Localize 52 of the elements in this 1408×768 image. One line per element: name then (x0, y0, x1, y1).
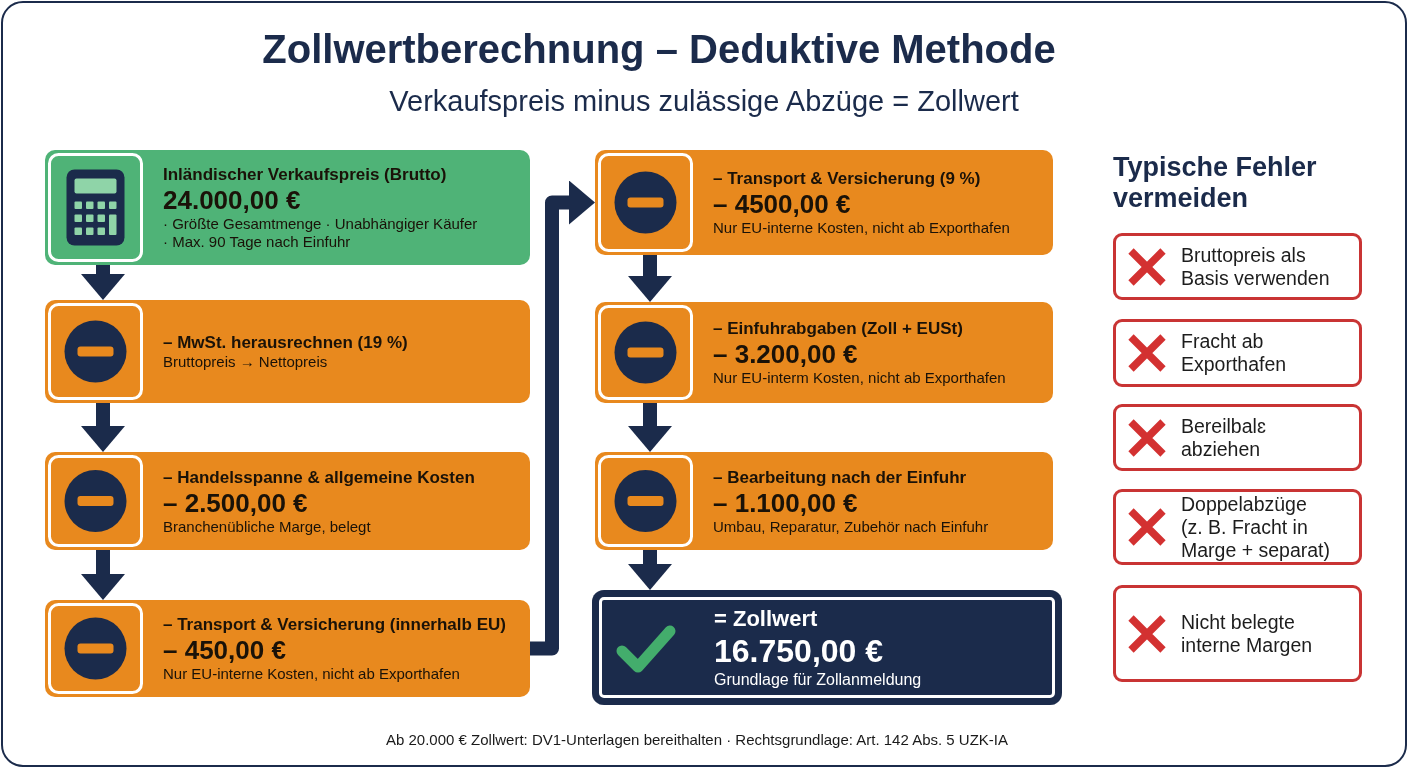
flow-arrow (628, 403, 672, 452)
step-note: Bruttopreis → Nettopreis (163, 353, 328, 371)
step-note: Grundlage für Zollanmeldung (714, 669, 922, 690)
step-note: · Größte Gesamtmenge · Unabhängiger Käufer · Max. 90 Tage nach Einfuhr (163, 215, 479, 251)
step-title: – Bearbeitung nach der Einfuhr (713, 466, 967, 488)
error-text: Fracht ab Exporthafen (1181, 330, 1288, 376)
footnote: Ab 20.000 € Zollwert: DV1-Unterlagen bereithalten · Rechtsgrundlage: Art. 142 Abs. 5 UZK-IA (386, 730, 1008, 749)
error-text: Nicht belegte interne Margen (1181, 610, 1314, 657)
step-note: Nur EU-interm Kosten, nicht ab Exporthafen (713, 369, 1006, 387)
step-note: Branchenübliche Marge, belegt (163, 517, 371, 536)
step-title: – Transport & Versicherung (9 %) (713, 168, 981, 189)
error-text: Doppelabzüge (z. B. Fracht in Marge + separat) (1181, 492, 1332, 562)
step-note: Umbau, Reparatur, Zubehör nach Einfuhr (713, 517, 989, 536)
error-box (1113, 404, 1362, 471)
amount-value: – 450,00 € (163, 635, 286, 665)
amount-value: 16.750,00 € (714, 631, 884, 670)
step-note: Nur EU-interne Kosten, nicht ab Exporthafen (163, 665, 460, 683)
flow-arrow (81, 550, 125, 600)
step-title: – MwSt. herausrechnen (19 %) (163, 332, 408, 353)
error-box (1113, 319, 1362, 387)
flow-arrow (530, 180, 595, 656)
step-box (45, 452, 530, 550)
step-title: – Transport & Versicherung (innerhalb EU) (163, 614, 506, 635)
step-title: – Handelsspanne & allgemeine Kosten (163, 466, 475, 488)
step-box (45, 600, 530, 697)
result-box (592, 590, 1062, 705)
step-title: = Zollwert (714, 605, 818, 632)
step-box (595, 150, 1053, 255)
step-note: Nur EU-interne Kosten, nicht ab Exporthafen (713, 219, 1010, 237)
amount-value: – 3.200,00 € (713, 339, 858, 369)
flow-arrow (81, 265, 125, 300)
panel-heading: Typische Fehler vermeiden (1113, 152, 1318, 214)
error-box (1113, 233, 1362, 300)
step-title: – Einfuhrabgaben (Zoll + EUSt) (713, 318, 963, 339)
amount-value: 24.000,00 € (163, 185, 301, 215)
step-box (45, 150, 530, 265)
step-box (45, 300, 530, 403)
subtitle: Verkaufspreis minus zulässige Abzüge = Zollwert (389, 84, 1019, 118)
step-box (595, 452, 1053, 550)
amount-value: – 2.500,00 € (163, 487, 308, 518)
flow-arrow (81, 403, 125, 452)
amount-value: – 1.100,00 € (713, 487, 858, 518)
error-text: Bruttopreis als Basis verwenden (1181, 243, 1331, 290)
amount-value: – 4500,00 € (713, 189, 851, 219)
diagram-title: Zollwertberechnung – Deduktive Methode (262, 26, 1056, 72)
error-box (1113, 489, 1362, 565)
error-box (1113, 585, 1362, 682)
step-box (595, 302, 1053, 403)
flow-arrow (628, 255, 672, 302)
error-text: Bereilbalɛ abziehen (1181, 414, 1267, 461)
flow-arrow (628, 550, 672, 590)
step-title: Inländischer Verkaufspreis (Brutto) (163, 164, 447, 185)
